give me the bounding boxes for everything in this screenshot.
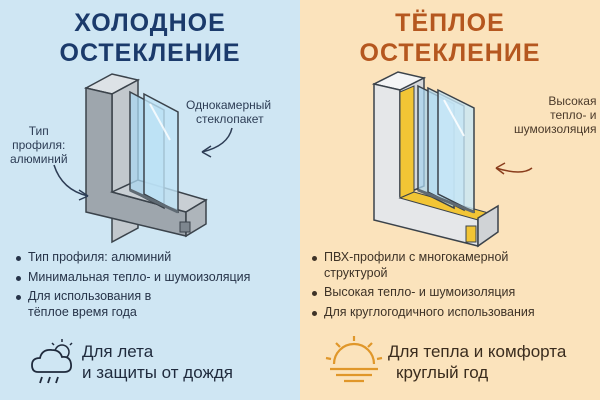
cold-glass-callout: Однокамерный стеклопакет — [186, 98, 271, 126]
cold-profile-callout-line1: Тип — [28, 124, 49, 138]
cold-profile-arrow-head — [78, 189, 89, 201]
cold-title-line2: ОСТЕКЛЕНИЕ — [59, 39, 241, 67]
warm-callout-arrow-head — [495, 162, 506, 175]
list-item: Минимальная тепло- и шумоизоляция — [14, 270, 294, 286]
warm-glass-spacer — [417, 188, 475, 214]
cold-caption: Для лета и защиты от дождя — [82, 341, 297, 383]
cold-profile-chamber — [179, 221, 191, 233]
list-item: ПВХ-профили с многокамерной структурой — [310, 250, 524, 281]
warm-title-line1: ТЁПЛОЕ — [395, 9, 505, 37]
cold-profile-callout-line3: алюминий — [10, 152, 68, 166]
cold-glass-arrow-head — [201, 145, 212, 158]
cold-glazing-panel: ХОЛОДНОЕ ОСТЕКЛЕНИЕ Однокам — [0, 0, 300, 400]
warm-callout-line3: шумоизоляция — [514, 122, 597, 136]
warm-callout-line1: Высокая — [548, 94, 597, 108]
cold-profile-arrow — [53, 164, 89, 197]
warm-insulation-vertical — [399, 85, 415, 199]
cold-glass-spacer — [129, 188, 179, 214]
warm-caption-line1: Для тепла и комфорта — [388, 342, 567, 361]
warm-insulation-callout: Высокая тепло- и шумоизоляция — [514, 94, 596, 136]
sun-icon — [325, 336, 383, 383]
warm-glass-highlight — [443, 99, 465, 137]
warm-caption: Для тепла и комфорта круглый год — [388, 341, 598, 383]
warm-feature-list: ПВХ-профили с многокамерной структурой В… — [310, 250, 590, 324]
warm-title-line2: ОСТЕКЛЕНИЕ — [359, 39, 541, 67]
cold-glass-callout-line1: Однокамерный — [186, 98, 272, 112]
list-item: Высокая тепло- и шумоизоляция — [310, 285, 590, 301]
warm-glass-pane-front — [437, 88, 475, 214]
warm-callout-line2: тепло- и — [550, 108, 597, 122]
warm-caption-line2: круглый год — [396, 363, 489, 382]
cold-glass-highlight — [149, 103, 171, 141]
cold-caption-line1: Для лета — [82, 342, 154, 361]
warm-callout-arrow — [495, 167, 533, 173]
cold-glass-arrow — [201, 127, 233, 153]
list-item: Для круглогодичного использования — [310, 305, 590, 321]
warm-insulation-end — [465, 225, 477, 243]
warm-window-illustration — [325, 71, 533, 383]
cold-glass-pane-front — [143, 92, 179, 214]
list-item: Тип профиля: алюминий — [14, 250, 294, 266]
cloud-rain-icon — [31, 339, 73, 384]
cold-caption-line2: и защиты от дождя — [82, 363, 233, 382]
cold-window-illustration — [31, 73, 233, 384]
cold-profile-callout-line2: профиля: — [12, 138, 66, 152]
warm-glazing-panel: ТЁПЛОЕ ОСТЕКЛЕНИЕ — [300, 0, 600, 400]
cold-glass-callout-line2: стеклопакет — [196, 112, 264, 126]
list-item: Для использования в тёплое время года — [14, 289, 188, 320]
cold-feature-list: Тип профиля: алюминий Минимальная тепло-… — [14, 250, 294, 324]
warm-frame-end — [477, 204, 499, 248]
cold-profile-callout: Тип профиля: алюминий — [10, 124, 68, 166]
cold-title-line1: ХОЛОДНОЕ — [74, 9, 226, 37]
